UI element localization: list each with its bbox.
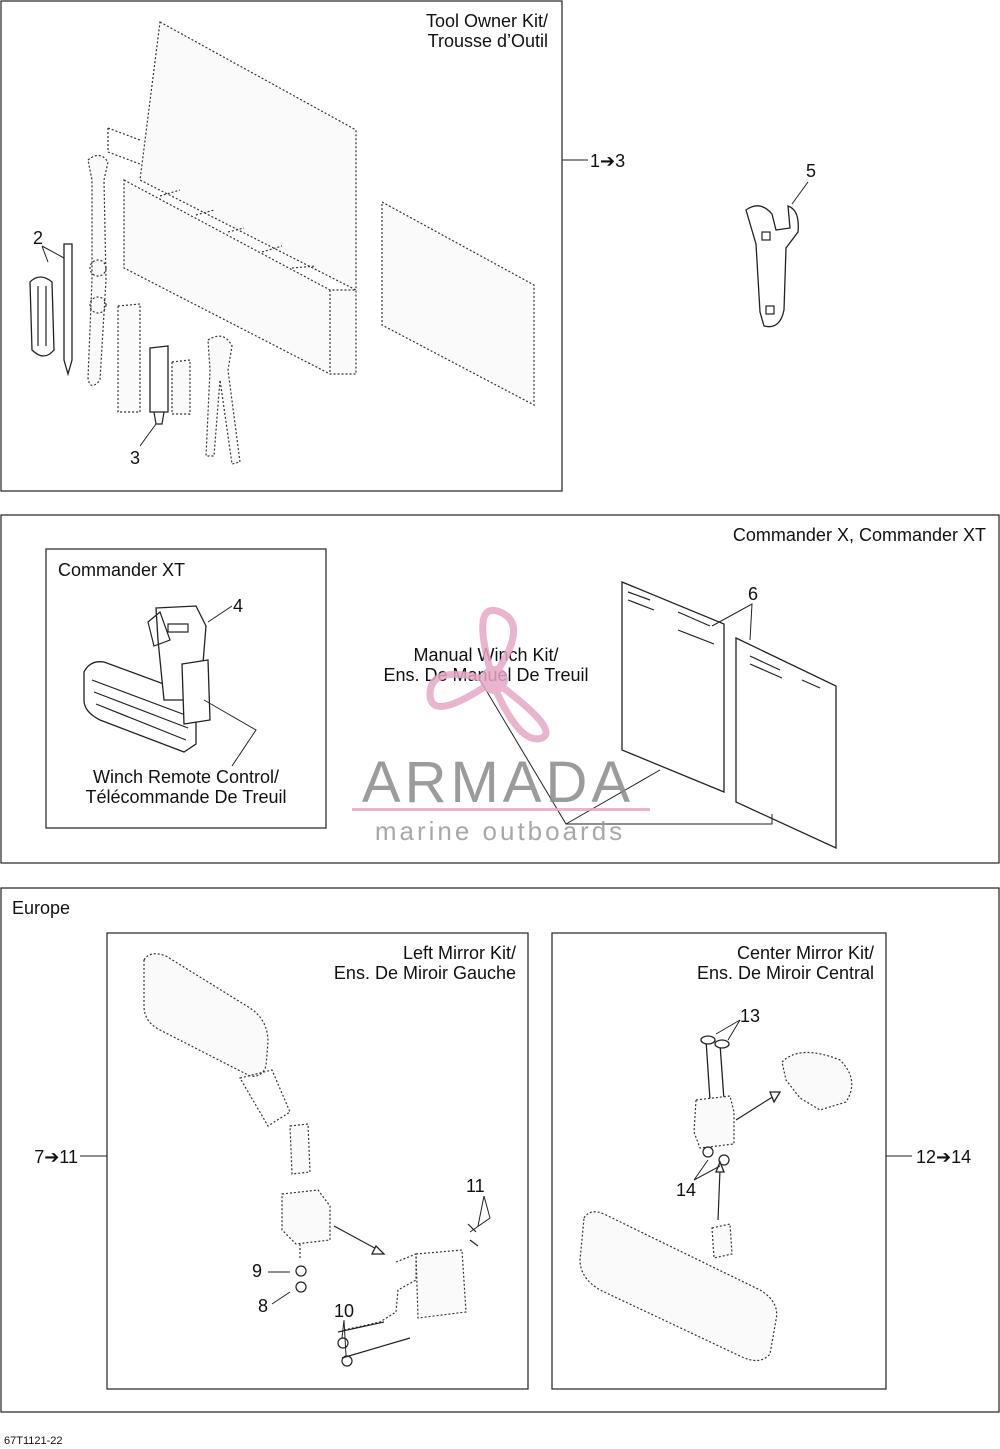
- europe-section: Europe Left Mirror Kit/ Ens. De Miroir G…: [0, 887, 1000, 1413]
- tool-kit-title-line2: Trousse d’Outil: [428, 31, 548, 51]
- callout-2-leader: [41, 245, 65, 263]
- commander-frame: [0, 514, 1000, 864]
- center-mirror-title-line2: Ens. De Miroir Central: [697, 963, 874, 983]
- tool-pouch-illustration: [107, 21, 357, 375]
- commander-header: Commander X, Commander XT: [733, 525, 986, 545]
- tool-kit-title-line1: Tool Owner Kit/: [426, 11, 548, 31]
- spanner-wrench-illustration: [745, 181, 809, 328]
- callout-2: 2: [33, 228, 43, 248]
- commander-xt-inset-frame: [45, 548, 327, 829]
- tool-kit-section: Tool Owner Kit/ Trousse d’Outil: [0, 0, 625, 492]
- center-mirror-illustration: [579, 1019, 853, 1362]
- tool-kit-range-label: 1➔3: [590, 151, 625, 171]
- watermark-brand: ARMADA: [362, 750, 634, 815]
- commander-xt-header: Commander XT: [58, 560, 185, 580]
- left-mirror-illustration: [143, 953, 386, 1258]
- callout-11: 11: [466, 1176, 485, 1196]
- open-end-wrench-illustration: [87, 154, 109, 387]
- spark-plug-socket-illustration: [117, 303, 191, 425]
- tool-kit-frame: [0, 0, 563, 492]
- callout-8: 8: [258, 1296, 268, 1316]
- armada-watermark: ARMADA marine outboards: [352, 606, 650, 846]
- winch-remote-illustration: [83, 605, 257, 767]
- left-mirror-title-line2: Ens. De Miroir Gauche: [334, 963, 516, 983]
- europe-header: Europe: [12, 898, 70, 918]
- callout-5: 5: [806, 161, 816, 181]
- left-mirror-bracket-illustration: [268, 1195, 491, 1367]
- propeller-logo-icon: [426, 606, 550, 743]
- pliers-illustration: [205, 335, 241, 465]
- center-mirror-title-line1: Center Mirror Kit/: [737, 943, 874, 963]
- left-mirror-frame: [106, 932, 529, 1390]
- callout-3-leader: [139, 423, 157, 447]
- winch-manuals-illustration: [479, 581, 837, 850]
- watermark-tagline: marine outboards: [375, 816, 625, 846]
- callout-10: 10: [334, 1301, 354, 1321]
- left-mirror-range-label: 7➔11: [34, 1147, 78, 1167]
- winch-remote-label-line1: Winch Remote Control/: [93, 767, 279, 787]
- center-mirror-frame: [551, 932, 887, 1390]
- instruction-card-illustration: [381, 200, 535, 406]
- drawing-code: 67T1121-22: [4, 1435, 63, 1447]
- callout-9: 9: [252, 1261, 262, 1281]
- europe-frame: [0, 887, 1000, 1413]
- winch-remote-label-line2: Télécommande De Treuil: [85, 787, 286, 807]
- callout-13: 13: [740, 1006, 760, 1026]
- callout-3: 3: [130, 448, 140, 468]
- left-mirror-title-line1: Left Mirror Kit/: [403, 943, 516, 963]
- callout-6: 6: [748, 584, 758, 604]
- callout-4: 4: [233, 596, 243, 616]
- center-mirror-range-label: 12➔14: [916, 1147, 971, 1167]
- callout-14: 14: [676, 1180, 696, 1200]
- screwdriver-illustration: [29, 243, 73, 377]
